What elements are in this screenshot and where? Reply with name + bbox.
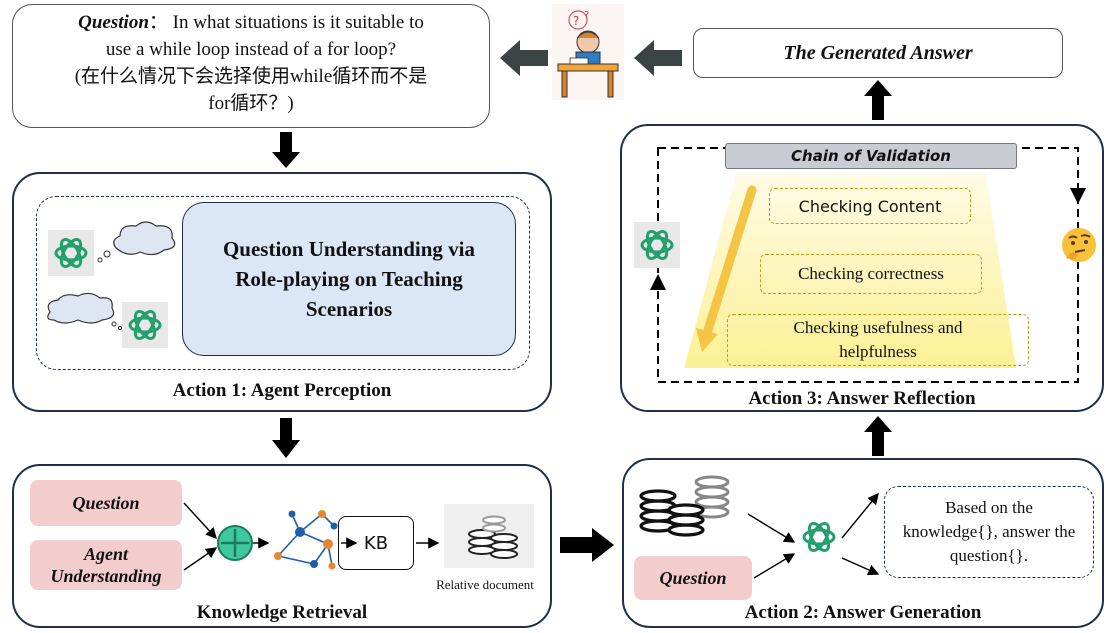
arrow-up-to-answer: [864, 80, 892, 120]
arrow-down-to-action1: [272, 132, 300, 168]
arrow-up-to-action3: [864, 416, 892, 456]
chain-of-validation-header: Chain of Validation: [725, 143, 1017, 169]
svg-text:?: ?: [573, 14, 579, 28]
question-line-1: Question： In what situations is it suita…: [78, 12, 424, 33]
question-line-2: use a while loop instead of a for loop?: [105, 39, 397, 60]
loop-arrow-up: [650, 274, 666, 290]
thought-cloud-icon: [97, 221, 176, 263]
student-desk-icon: ? ?: [552, 4, 624, 100]
retrieval-title: Knowledge Retrieval: [196, 602, 368, 623]
arrow-to-question: [500, 40, 548, 76]
kb-box: KB: [338, 516, 414, 570]
action1-inner-text: Question Understanding via Role-playing …: [222, 237, 476, 321]
question-box: Question： In what situations is it suita…: [12, 4, 490, 128]
openai-logo-icon: [122, 302, 168, 348]
generated-answer-box: The Generated Answer: [693, 28, 1063, 78]
action1-title: Action 1: Agent Perception: [172, 380, 392, 401]
check-content-box: Checking Content: [769, 188, 971, 224]
question-line-3: (在什么情况下会选择使用while循环而不是: [74, 66, 428, 87]
retrieval-question-box: Question: [30, 480, 182, 526]
check-correctness-box: Checking correctness: [760, 254, 982, 294]
database-icon: [444, 504, 534, 568]
question-line-4: for循环？): [208, 93, 294, 114]
check-usefulness-box: Checking usefulness and helpfulness: [727, 314, 1029, 366]
action2-question-box: Question: [634, 556, 752, 600]
thought-cloud-icon: [47, 292, 122, 330]
action1-inner-box: Question Understanding via Role-playing …: [182, 202, 516, 356]
relative-document-label: Relative document: [436, 577, 534, 592]
action2-flow: [747, 492, 880, 579]
openai-logo-icon: [802, 522, 836, 552]
arrow-to-student: [634, 40, 682, 76]
arrow-right-to-action2: [560, 528, 614, 562]
knowledge-graph-icon: [274, 510, 338, 570]
plus-circle-icon: [217, 525, 253, 561]
openai-logo-icon: [48, 230, 94, 276]
openai-logo-icon: [634, 222, 680, 268]
answer-template-box: Based on the knowledge{}, answer the que…: [884, 486, 1094, 578]
thinking-face-icon: [1062, 228, 1096, 262]
svg-text:?: ?: [584, 10, 589, 21]
arrow-down-to-retrieval: [272, 418, 300, 458]
database-icon: [639, 475, 730, 537]
retrieval-flow: [183, 502, 534, 571]
retrieval-agent-understanding-box: Agent Understanding: [30, 540, 182, 590]
action2-title: Action 2: Answer Generation: [744, 602, 982, 623]
generated-answer-label: The Generated Answer: [783, 41, 973, 64]
loop-arrow-down: [1070, 188, 1086, 204]
action3-title: Action 3: Answer Reflection: [748, 388, 976, 409]
question-label: Question: [78, 12, 149, 33]
action1-dashed-area: [36, 196, 530, 370]
